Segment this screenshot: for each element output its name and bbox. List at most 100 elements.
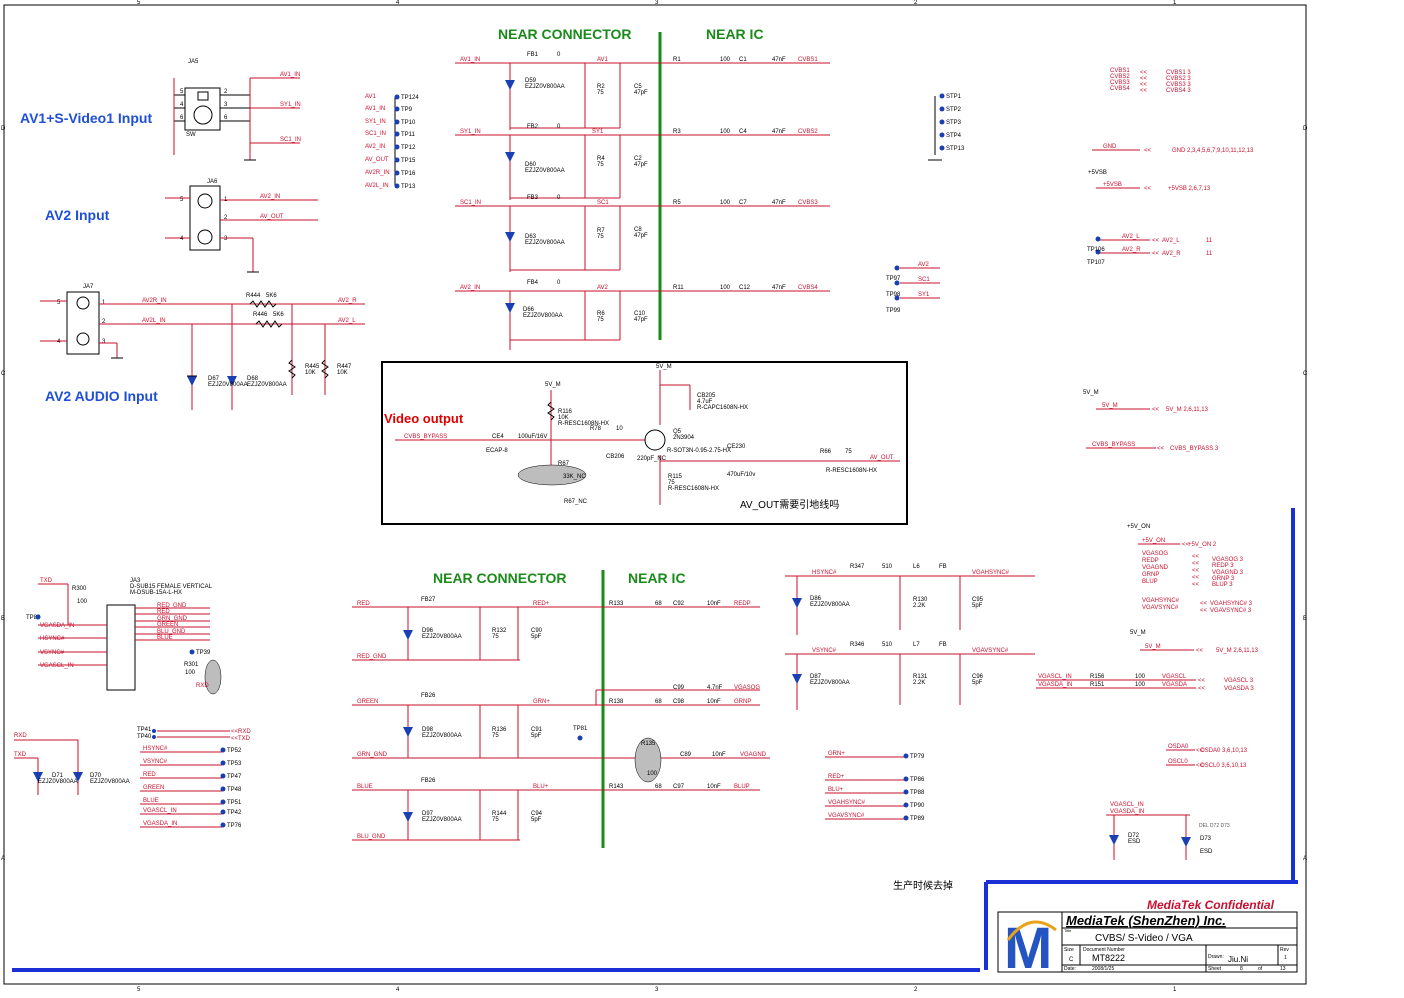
svg-text:EZJZ0V800AA: EZJZ0V800AA — [810, 680, 850, 686]
svg-text:BLUE: BLUE — [157, 635, 173, 641]
svg-text:TP15: TP15 — [401, 158, 416, 164]
svg-text:10nF: 10nF — [707, 784, 721, 790]
svg-text:C10: C10 — [634, 311, 646, 317]
svg-text:<<: << — [1198, 678, 1206, 684]
svg-text:47pF: 47pF — [634, 233, 648, 239]
svg-text:+5V_ON 2: +5V_ON 2 — [1188, 542, 1217, 548]
svg-text:GRN_GND: GRN_GND — [357, 752, 388, 758]
svg-text:C7: C7 — [739, 200, 747, 206]
svg-text:VGASOG: VGASOG — [1142, 551, 1168, 557]
svg-text:D98: D98 — [422, 727, 434, 733]
svg-text:<<: << — [1140, 76, 1148, 82]
section-near-connector-top: NEAR CONNECTOR — [498, 26, 632, 42]
svg-text:<<: << — [1196, 763, 1204, 769]
svg-text:VGASOG: VGASOG — [734, 685, 760, 691]
svg-text:EZJZ0V800AA: EZJZ0V800AA — [525, 240, 565, 246]
svg-text:AV2_R: AV2_R — [1162, 251, 1181, 257]
svg-text:TP13: TP13 — [401, 184, 416, 190]
svg-text:470uF/10v: 470uF/10v — [727, 472, 755, 478]
svg-text:VGASDA 3: VGASDA 3 — [1224, 686, 1254, 692]
svg-text:VGAVSYNC#: VGAVSYNC# — [972, 648, 1009, 654]
svg-text:VGAHSYNC#: VGAHSYNC# — [972, 570, 1010, 576]
svg-text:R7: R7 — [597, 228, 605, 234]
svg-text:47pF: 47pF — [634, 162, 648, 168]
top-channel-2: SY1_IN FB2 0 SY1 R3 100 C4 47nF CVBS2 D6… — [455, 124, 830, 200]
svg-text:5V_M: 5V_M — [545, 382, 561, 388]
svg-text:C92: C92 — [673, 601, 685, 607]
stp-group: STP1 STP2 STP3 STP4 STP13 — [928, 93, 965, 161]
svg-text:TP12: TP12 — [401, 145, 416, 151]
svg-text:510: 510 — [882, 642, 893, 648]
svg-text:6: 6 — [224, 115, 228, 121]
svg-text:47nF: 47nF — [772, 200, 786, 206]
svg-text:10nF: 10nF — [707, 601, 721, 607]
svg-text:EZJZ0V800AA: EZJZ0V800AA — [525, 84, 565, 90]
svg-text:C98: C98 — [673, 699, 685, 705]
svg-text:2.2K: 2.2K — [913, 603, 925, 609]
svg-text:C96: C96 — [972, 674, 984, 680]
svg-text:CB206: CB206 — [606, 454, 625, 460]
svg-text:RED_GND: RED_GND — [357, 654, 387, 660]
border-row-d: D — [1, 126, 6, 132]
svg-text:EZJZ0V800AA: EZJZ0V800AA — [208, 382, 248, 388]
svg-text:AV_OUT: AV_OUT — [365, 157, 389, 163]
svg-text:of: of — [1258, 966, 1263, 972]
svg-text:D71: D71 — [52, 773, 64, 779]
svg-text:VGAHSYNC#: VGAHSYNC# — [828, 800, 866, 806]
svg-text:11: 11 — [1206, 238, 1213, 244]
svg-text:HSYNC#: HSYNC# — [40, 636, 65, 642]
svg-text:C97: C97 — [673, 784, 685, 790]
svg-text:C1: C1 — [739, 57, 747, 63]
svg-text:R446: R446 — [253, 312, 268, 318]
svg-text:SY1_IN: SY1_IN — [365, 119, 386, 125]
svg-text:10: 10 — [616, 426, 623, 432]
svg-text:EZJZ0V800AA: EZJZ0V800AA — [422, 634, 462, 640]
svg-text:<<: << — [1200, 601, 1208, 607]
svg-text:C4: C4 — [739, 129, 747, 135]
svg-text:<<: << — [1140, 82, 1148, 88]
svg-text:RXD: RXD — [196, 683, 209, 689]
svg-text:R156: R156 — [1090, 674, 1105, 680]
svg-text:REDP 3: REDP 3 — [1212, 563, 1234, 569]
svg-text:RED+: RED+ — [828, 774, 845, 780]
svg-text:68: 68 — [655, 784, 662, 790]
svg-text:EZJZ0V800AA: EZJZ0V800AA — [525, 168, 565, 174]
svg-text:5: 5 — [57, 300, 61, 306]
svg-text:100uF/16V: 100uF/16V — [518, 434, 547, 440]
svg-text:TXD: TXD — [40, 578, 53, 584]
svg-text:R67: R67 — [558, 461, 570, 467]
svg-text:5K6: 5K6 — [273, 312, 284, 318]
svg-text:M-DSUB-15A-L-HX: M-DSUB-15A-L-HX — [130, 590, 182, 596]
svg-text:Size: Size — [1064, 947, 1074, 953]
svg-text:10nF: 10nF — [707, 699, 721, 705]
border-col-4: 4 — [396, 0, 400, 6]
svg-text:Title: Title — [1064, 928, 1072, 933]
svg-text:CVBS4 3: CVBS4 3 — [1166, 88, 1191, 94]
svg-text:2: 2 — [102, 319, 106, 325]
svg-text:75: 75 — [597, 162, 604, 168]
svg-text:FB26: FB26 — [421, 693, 436, 699]
svg-text:2008/1/25: 2008/1/25 — [1092, 966, 1114, 972]
svg-text:100: 100 — [720, 285, 731, 291]
svg-text:SC1: SC1 — [597, 200, 609, 206]
svg-text:EZJZ0V800AA: EZJZ0V800AA — [90, 779, 130, 785]
svg-text:CVBS2: CVBS2 — [798, 129, 818, 135]
svg-text:JA5: JA5 — [188, 59, 199, 65]
svg-text:R11: R11 — [673, 285, 684, 291]
svg-text:RXD: RXD — [14, 733, 27, 739]
border-row-d-r: D — [1303, 126, 1308, 132]
svg-text:75: 75 — [597, 234, 604, 240]
svg-text:VGAVSYNC#: VGAVSYNC# — [1142, 605, 1179, 611]
svg-text:TP53: TP53 — [227, 761, 242, 767]
svg-text:TP81: TP81 — [573, 726, 588, 732]
section-near-ic-bottom: NEAR IC — [628, 570, 686, 586]
svg-text:<<: << — [1192, 568, 1200, 574]
svg-text:Q5: Q5 — [673, 429, 682, 435]
svg-text:5V_M: 5V_M — [1083, 390, 1099, 396]
svg-text:OSDA0 3,6,10,13: OSDA0 3,6,10,13 — [1200, 748, 1248, 754]
svg-text:<<: << — [1192, 561, 1200, 567]
border-col-4b: 4 — [396, 987, 400, 993]
svg-text:ESD: ESD — [1128, 839, 1141, 845]
svg-text:CVBS3: CVBS3 — [798, 200, 818, 206]
svg-text:C12: C12 — [739, 285, 751, 291]
